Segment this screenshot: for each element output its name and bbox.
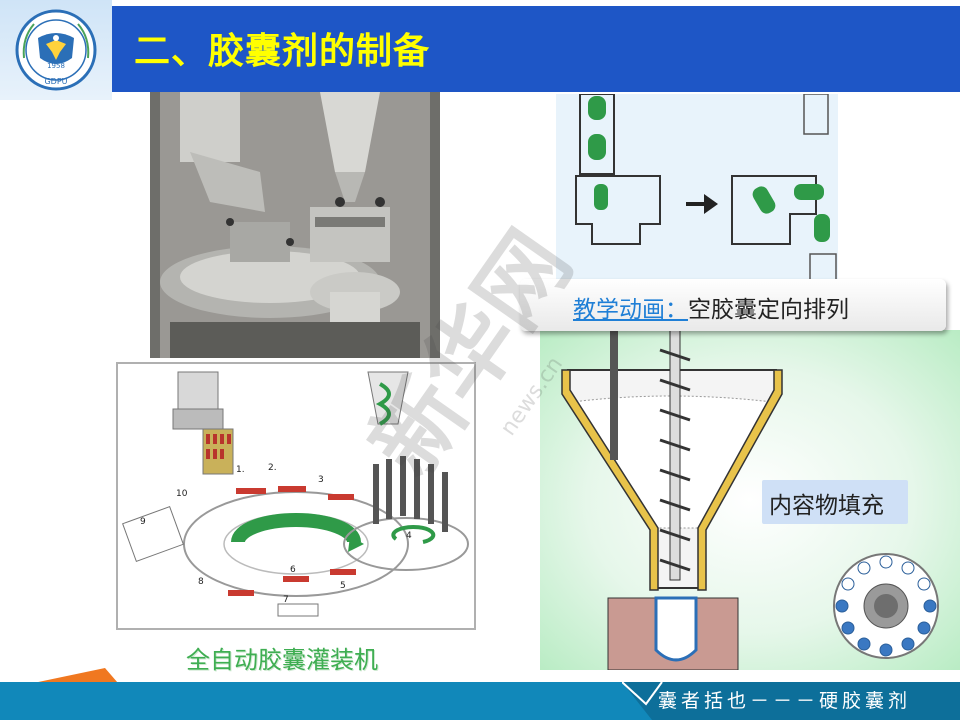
machine-caption: 全自动胶囊灌装机 bbox=[186, 646, 378, 674]
station-label-7: 7 bbox=[283, 595, 289, 605]
station-label-5: 5 bbox=[340, 581, 346, 591]
university-logo: 1958 GDPU bbox=[15, 9, 97, 91]
logo-year: 1958 bbox=[47, 62, 65, 70]
logo-abbr: GDPU bbox=[44, 77, 67, 86]
filling-caption-box bbox=[762, 480, 908, 524]
station-label-1: 1. bbox=[236, 465, 245, 475]
orientation-caption: 教学动画：空胶囊定向排列 bbox=[573, 290, 849, 324]
slide-title: 二、胶囊剂的制备 bbox=[134, 31, 431, 72]
station-label-4: 4 bbox=[406, 531, 412, 541]
station-label-2: 2. bbox=[268, 463, 277, 473]
footer-tab-shape bbox=[622, 682, 960, 720]
station-label-6: 6 bbox=[290, 565, 296, 575]
footer-text: 囊者括也－－－硬胶囊剂 bbox=[658, 690, 912, 712]
orientation-caption-box bbox=[520, 279, 946, 331]
station-label-10: 10 bbox=[176, 489, 188, 499]
capsule-machine-photo bbox=[150, 92, 440, 358]
orientation-label: 空胶囊定向排列 bbox=[688, 297, 849, 323]
filling-machine-diagram: 1. 2. 3 4 5 6 7 8 9 10 bbox=[116, 362, 476, 630]
title-band bbox=[112, 6, 960, 92]
teaching-animation-link[interactable]: 教学动画： bbox=[573, 297, 688, 323]
filling-caption: 内容物填充 bbox=[769, 493, 884, 519]
station-label-9: 9 bbox=[140, 517, 146, 527]
capsule-orientation-animation[interactable] bbox=[556, 94, 838, 284]
station-label-8: 8 bbox=[198, 577, 204, 587]
station-label-3: 3 bbox=[318, 475, 324, 485]
